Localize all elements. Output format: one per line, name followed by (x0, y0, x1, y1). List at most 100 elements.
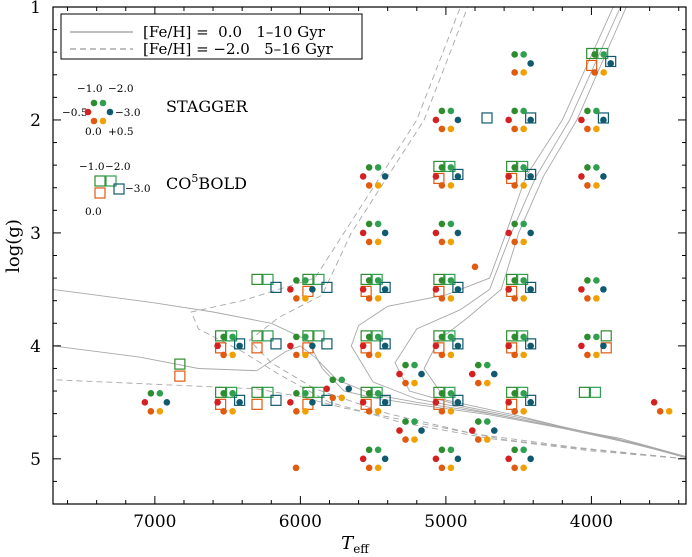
stagger-marker (578, 286, 585, 293)
stagger-marker (302, 390, 309, 397)
stagger-marker (447, 238, 455, 246)
stagger-marker (293, 295, 300, 302)
stagger-marker (147, 390, 155, 397)
stagger-marker (90, 117, 98, 125)
stagger-marker (365, 295, 373, 302)
stagger-marker (593, 351, 600, 359)
co5bold-marker (270, 338, 282, 350)
stagger-marker (329, 376, 337, 384)
stagger-marker (309, 286, 316, 293)
stagger-marker (584, 107, 591, 115)
stagger-marker (490, 370, 498, 378)
co5bold-marker (251, 342, 263, 354)
stagger-marker (381, 399, 389, 406)
stagger-marker (505, 399, 512, 406)
stagger-marker (471, 263, 479, 271)
stagger-marker (365, 333, 373, 341)
stagger-marker (520, 238, 527, 246)
stagger-marker (607, 60, 614, 67)
stagger-marker (323, 385, 331, 393)
stagger-marker (511, 446, 518, 454)
co5bold-marker (270, 281, 282, 293)
stagger-marker (511, 125, 518, 133)
stagger-marker (474, 379, 482, 387)
co5bold-marker (262, 386, 274, 398)
stagger-marker (293, 351, 300, 359)
stagger-marker (381, 342, 389, 350)
stagger-marker (365, 220, 373, 228)
stagger-marker (438, 277, 446, 284)
x-tick-label: 5000 (424, 512, 467, 532)
stagger-marker (520, 182, 527, 189)
stagger-marker (106, 108, 114, 116)
co5bold-marker (251, 386, 263, 398)
stagger-marker (438, 464, 446, 472)
stagger-marker (90, 99, 98, 107)
stagger-marker (229, 351, 236, 359)
stagger-marker (527, 60, 534, 67)
stagger-marker (365, 238, 373, 246)
stagger-marker (454, 173, 462, 180)
stagger-marker (527, 173, 534, 180)
stagger-marker (527, 116, 534, 124)
legend-box (60, 13, 363, 60)
stagger-marker (438, 446, 446, 454)
stagger-marker (578, 342, 585, 350)
stagger-marker (520, 51, 527, 58)
stagger-marker (520, 408, 527, 415)
co5bold-marker (251, 273, 263, 285)
stagger-marker (593, 295, 600, 302)
isochrone-solar (350, 7, 686, 458)
stagger-marker (418, 427, 425, 434)
stagger-marker (381, 229, 389, 237)
stagger-marker (527, 286, 534, 293)
stagger-marker (593, 277, 600, 284)
stagger-marker (591, 51, 598, 58)
x-axis-title: Teff (341, 533, 370, 556)
stagger-marker (584, 164, 591, 171)
stagger-marker (505, 116, 512, 124)
co5bold-marker (321, 338, 333, 350)
co5bold-marker (589, 386, 602, 398)
stagger-marker (593, 107, 600, 115)
stagger-marker (520, 125, 527, 133)
stagger-marker (505, 455, 512, 463)
stagger-marker (432, 399, 440, 406)
stagger-marker (99, 99, 107, 107)
stagger-marker (520, 164, 527, 171)
stagger-marker (593, 182, 600, 189)
stagger-marker (520, 464, 527, 472)
stagger-marker (302, 351, 309, 359)
co5bold-marker (113, 183, 125, 195)
stagger-marker (402, 418, 409, 425)
stagger-marker (411, 361, 418, 369)
stagger-marker (483, 379, 491, 387)
stagger-marker (468, 427, 476, 434)
stagger-marker (402, 436, 409, 443)
x-axis-title-main: T (341, 533, 355, 554)
stagger-marker (511, 238, 518, 246)
stagger-marker (511, 69, 518, 76)
stagger-marker (584, 295, 591, 302)
stagger-marker (359, 399, 367, 406)
stagger-marker (292, 464, 300, 472)
isochrone-metal-poor (248, 7, 686, 460)
stagger-key-label-0: 0.0 (85, 126, 102, 138)
x-tick-label: 4000 (570, 512, 613, 532)
stagger-marker (584, 277, 591, 284)
stagger-marker (374, 351, 382, 359)
stagger-marker (329, 394, 337, 402)
stagger-marker (374, 295, 382, 302)
stagger-marker (302, 277, 309, 284)
stagger-marker (432, 173, 440, 180)
stagger-marker (236, 399, 243, 406)
stagger-marker (447, 295, 455, 302)
co5bold-key-label-m2: −2.0 (105, 161, 131, 173)
x-tick-label: 6000 (279, 512, 322, 532)
stagger-marker (505, 342, 512, 350)
stagger-marker (591, 69, 598, 76)
stagger-marker (483, 436, 491, 443)
isochrone-solar (423, 7, 686, 458)
x-axis-title-sub: eff (353, 542, 370, 556)
stagger-marker (365, 446, 373, 454)
